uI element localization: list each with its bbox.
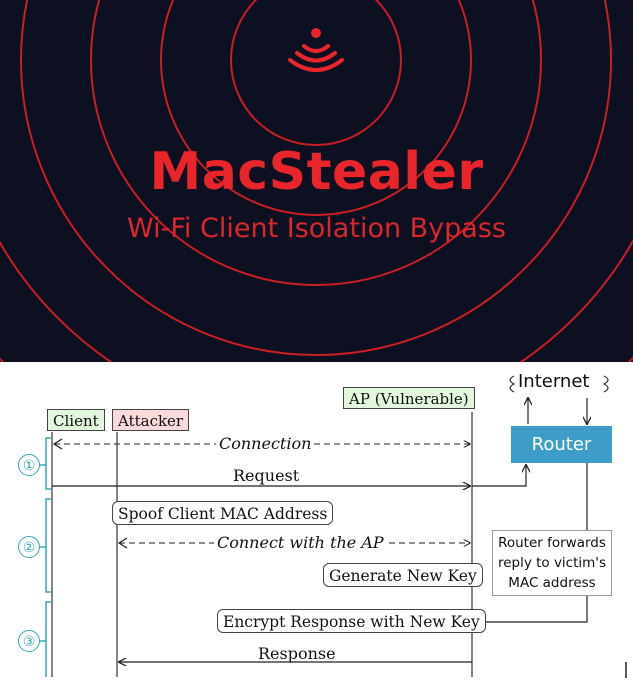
router-note-line: Router forwards bbox=[498, 535, 606, 551]
response-label: Response bbox=[258, 644, 336, 663]
router-note: Router forwards reply to victim's MAC ad… bbox=[492, 530, 612, 596]
signal-ring bbox=[160, 0, 472, 216]
participant-internet: Internet bbox=[518, 371, 590, 392]
request-label: Request bbox=[233, 466, 300, 485]
router-note-line: MAC address bbox=[508, 575, 596, 591]
participant-client: Client bbox=[47, 409, 105, 431]
step-1-badge: ① bbox=[18, 454, 40, 476]
ap-to-router-arrow bbox=[472, 465, 526, 487]
wifi-signal-icon bbox=[288, 28, 344, 72]
sequence-diagram: Client Attacker AP (Vulnerable) Internet… bbox=[0, 362, 633, 696]
signal-ring bbox=[20, 0, 612, 356]
step-3-badge: ③ bbox=[18, 630, 40, 652]
connection-label: Connection bbox=[216, 434, 315, 453]
banner: MacStealer Wi-Fi Client Isolation Bypass bbox=[0, 0, 633, 362]
banner-title: MacStealer bbox=[149, 142, 484, 202]
participant-attacker: Attacker bbox=[112, 409, 190, 431]
router-note-line: reply to victim's bbox=[497, 555, 607, 571]
signal-ring bbox=[230, 0, 402, 146]
connect-ap-label: Connect with the AP bbox=[214, 533, 387, 552]
generate-key-box: Generate New Key bbox=[323, 563, 483, 587]
signal-rings bbox=[0, 0, 633, 362]
signal-ring bbox=[90, 0, 542, 286]
spoof-mac-box: Spoof Client MAC Address bbox=[112, 501, 334, 525]
banner-subtitle: Wi-Fi Client Isolation Bypass bbox=[127, 213, 506, 244]
step-2-badge: ② bbox=[18, 536, 40, 558]
participant-router: Router bbox=[511, 426, 612, 463]
encrypt-response-box: Encrypt Response with New Key bbox=[217, 609, 486, 633]
router-reply-arrow bbox=[476, 463, 588, 622]
participant-ap: AP (Vulnerable) bbox=[343, 387, 475, 409]
